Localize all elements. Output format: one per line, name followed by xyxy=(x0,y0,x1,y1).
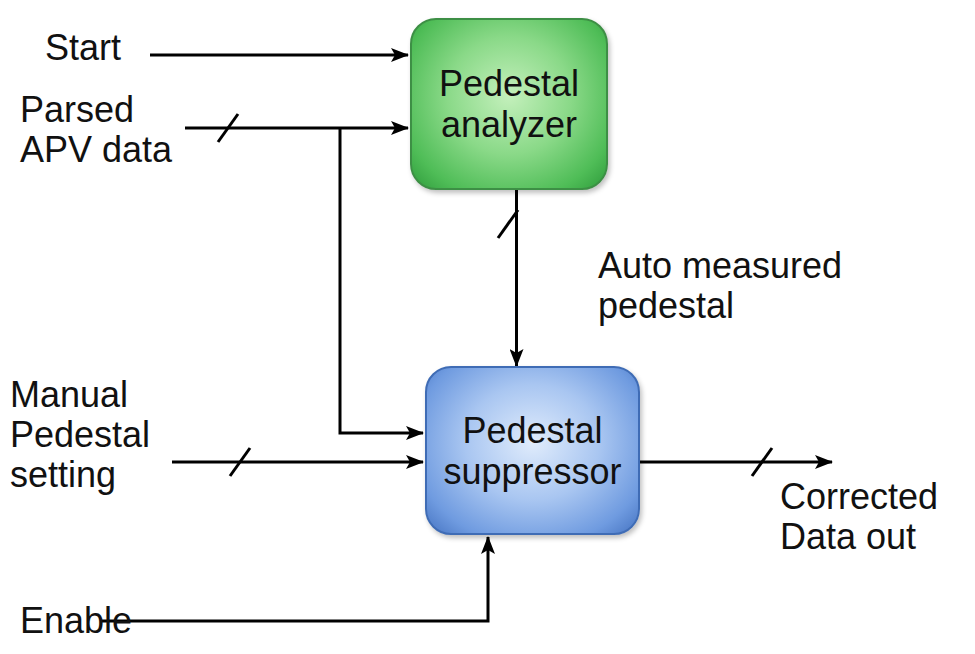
box-title: Pedestal analyzer xyxy=(412,63,606,145)
signal-name: Parsed APV data xyxy=(20,90,195,170)
suppressor-box: Pedestal suppressor xyxy=(425,366,640,535)
box-title: Pedestal suppressor xyxy=(427,410,638,492)
bus-slash xyxy=(230,448,250,476)
analyzer-box: Pedestal analyzer xyxy=(410,18,608,190)
signal-name: Auto measured pedestal xyxy=(598,246,938,326)
enable-wire xyxy=(102,537,488,621)
signal-name: Start xyxy=(45,28,121,68)
data-branch-wire xyxy=(340,128,423,433)
manual-wire xyxy=(172,461,423,464)
data-wire xyxy=(185,127,408,130)
signal-name: Manual Pedestal setting xyxy=(10,375,180,495)
signal-name: Corrected Data out xyxy=(780,477,965,557)
bus-slash xyxy=(752,448,772,476)
bus-slash xyxy=(218,114,238,142)
signal-connector xyxy=(515,190,518,366)
start-wire xyxy=(150,54,408,57)
signal-name: Enable xyxy=(20,601,132,641)
